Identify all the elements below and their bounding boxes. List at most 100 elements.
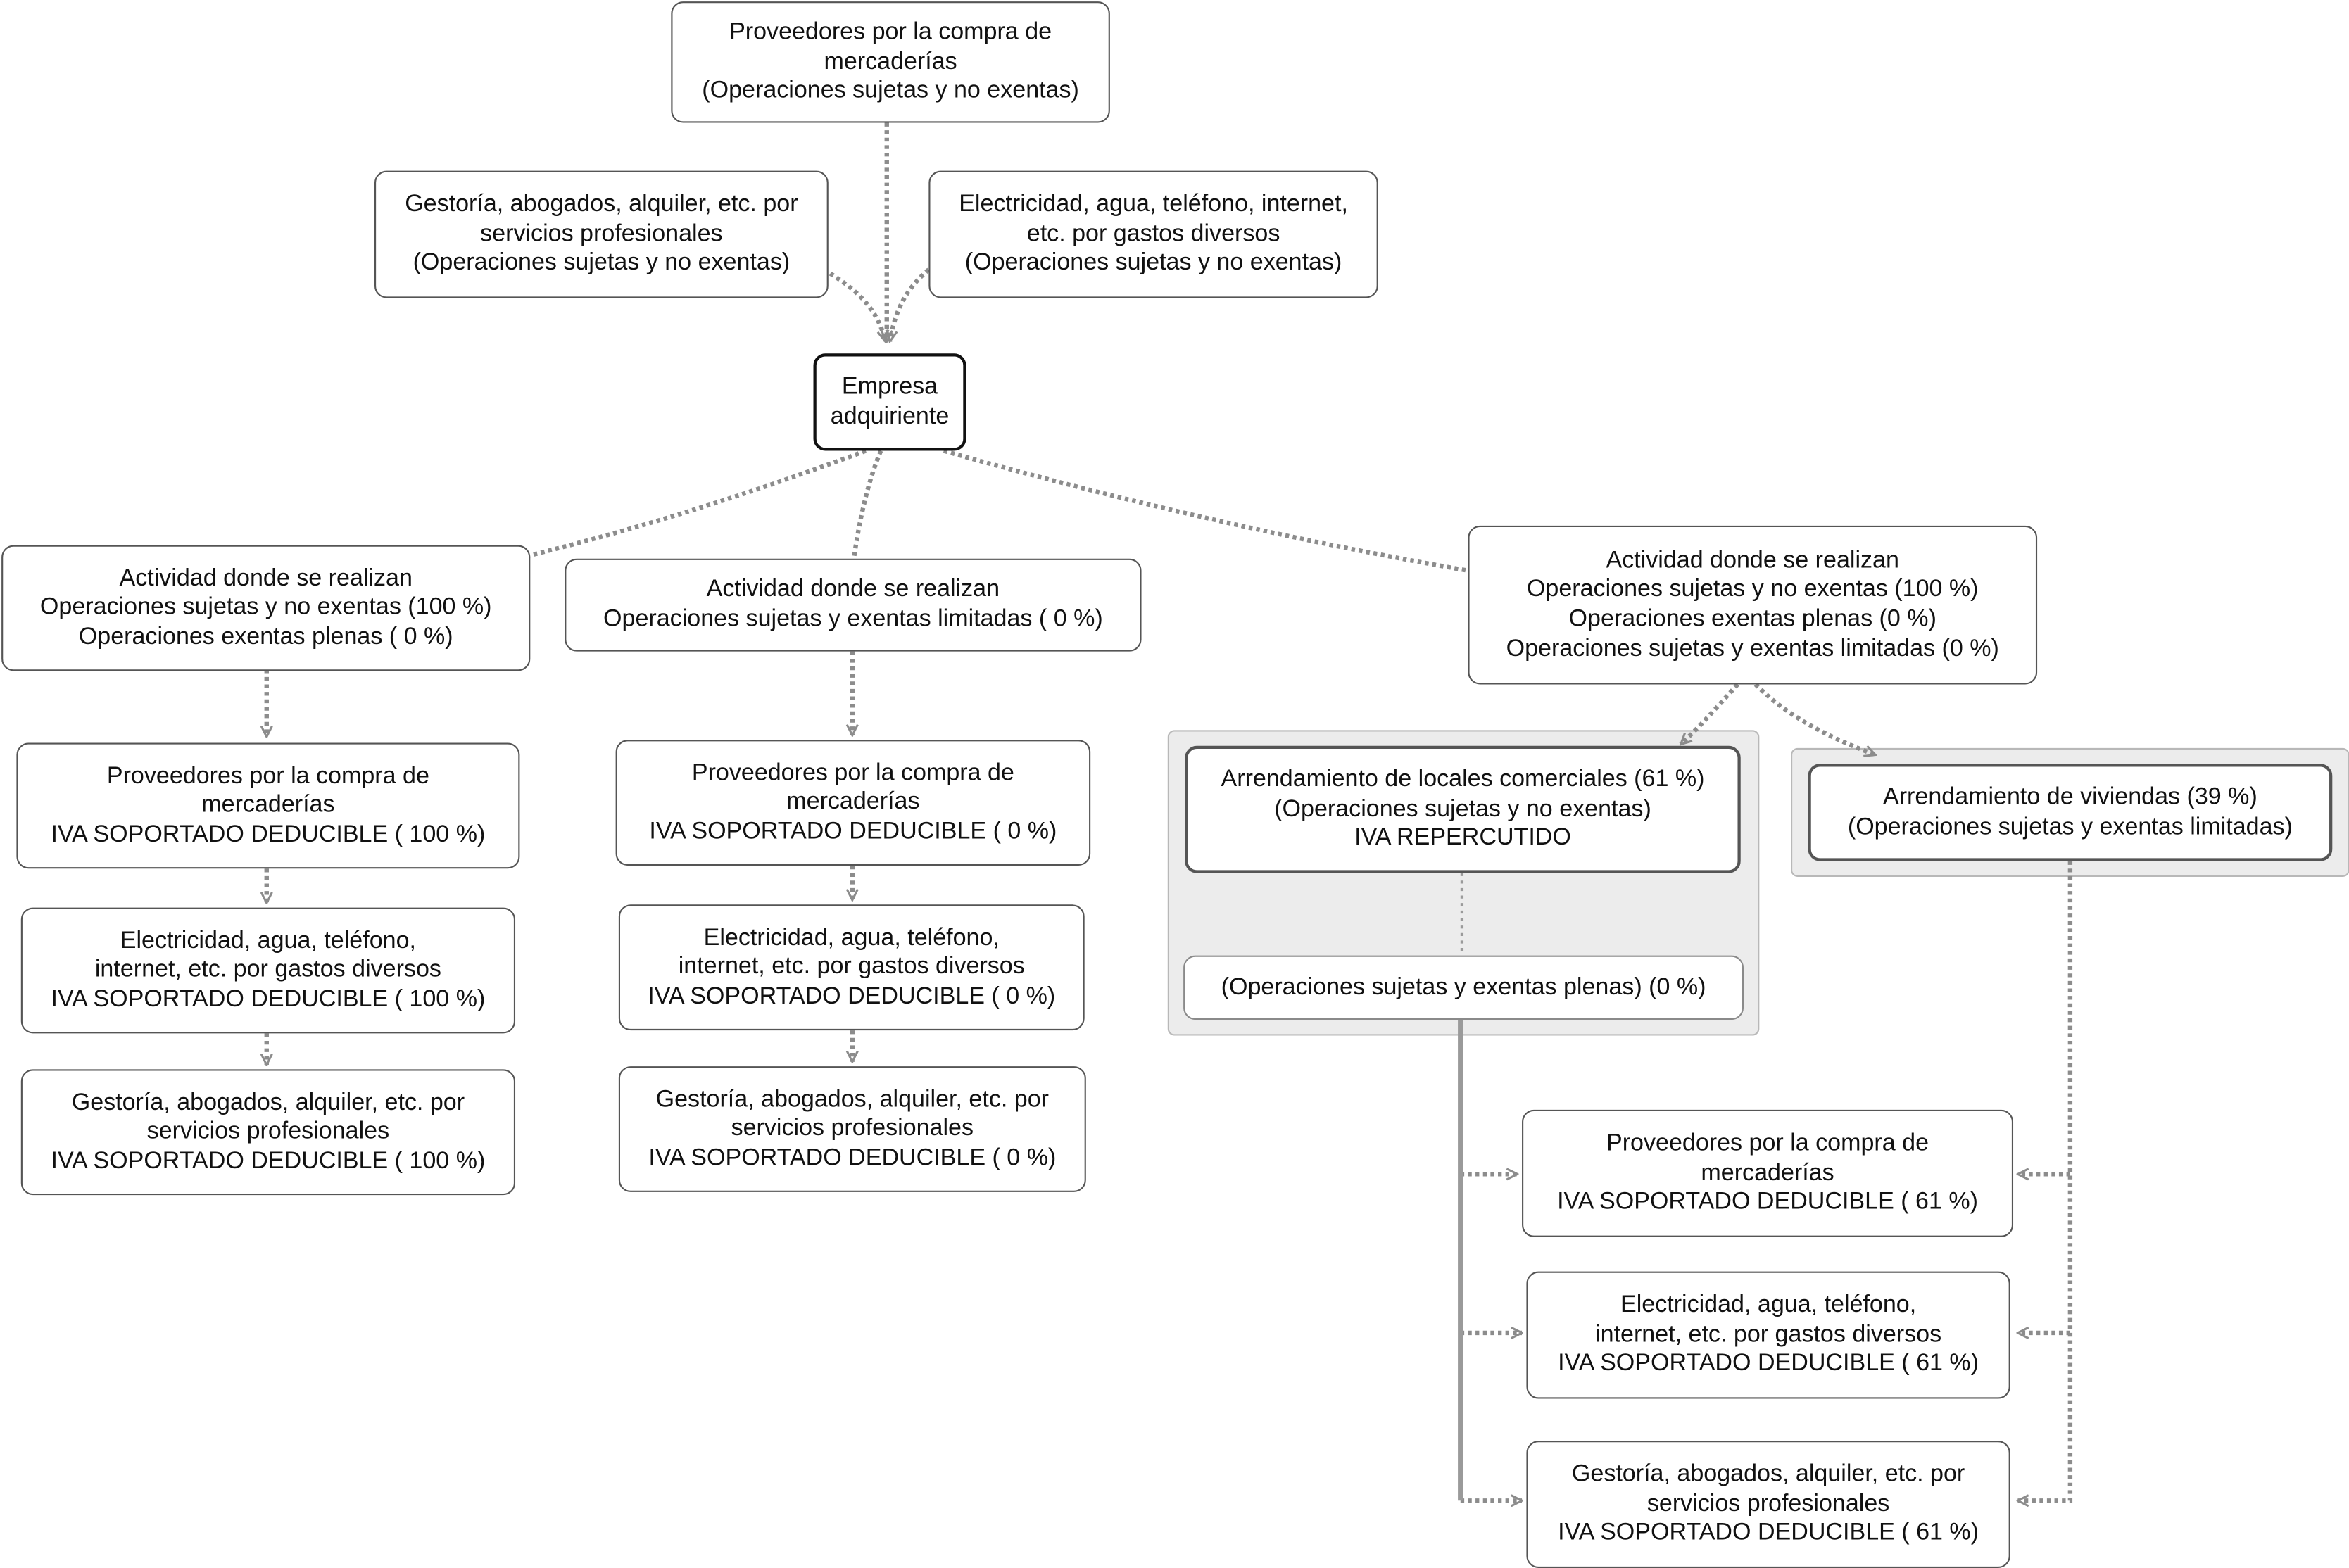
node-text-line: IVA REPERCUTIDO: [1354, 826, 1571, 852]
node-text-line: Electricidad, agua, teléfono,: [1620, 1292, 1917, 1318]
node-text-line: (Operaciones sujetas y no exentas): [1274, 796, 1651, 822]
node-arrendamiento-viviendas: Arrendamiento de viviendas (39 %) (Operac…: [1808, 764, 2333, 861]
node-text: Electricidad, agua, teléfono, internet, e…: [648, 923, 1055, 1011]
node-arrendamiento-locales: Arrendamiento de locales comerciales (61…: [1185, 745, 1741, 873]
node-text-line: Actividad donde se realizan: [1606, 548, 1899, 574]
link-act-right-locales: [1681, 683, 1739, 744]
node-text-line: Gestoría, abogados, alquiler, etc. por: [655, 1087, 1049, 1113]
node-text-line: Proveedores por la compra de: [106, 763, 429, 789]
node-text-line: IVA SOPORTADO DEDUCIBLE ( 100 %): [51, 986, 486, 1013]
node-text-line: (Operaciones sujetas y no exentas): [964, 251, 1342, 277]
node-text-line: servicios profesionales: [731, 1115, 974, 1142]
node-text-line: IVA SOPORTADO DEDUCIBLE ( 100 %): [51, 821, 486, 848]
node-text-line: Electricidad, agua, teléfono,: [120, 928, 416, 954]
node-text-line: Gestoría, abogados, alquiler, etc. por: [71, 1089, 465, 1115]
node-text-line: Operaciones sujetas y exentas limitadas …: [1506, 636, 1999, 662]
node-text: Electricidad, agua, teléfono, internet, e…: [51, 926, 485, 1014]
node-right-electricidad: Electricidad, agua, teléfono, internet, e…: [1526, 1271, 2010, 1399]
node-text-line: IVA SOPORTADO DEDUCIBLE ( 0 %): [648, 983, 1056, 1009]
node-text-line: servicios profesionales: [1646, 1491, 1890, 1517]
link-empresa-act-left: [528, 448, 867, 558]
node-text-line: Arrendamiento de viviendas (39 %): [1882, 784, 2257, 811]
node-left-gestoria: Gestoría, abogados, alquiler, etc. por se…: [20, 1069, 516, 1196]
node-text-line: servicios profesionales: [480, 221, 723, 247]
node-text: Arrendamiento de viviendas (39 %) (Operac…: [1848, 783, 2293, 842]
node-text: Electricidad, agua, teléfono, internet, e…: [1558, 1291, 1979, 1379]
node-text-line: servicios profesionales: [146, 1119, 390, 1145]
node-text-line: mercaderías: [824, 49, 957, 75]
link-act-right-viviendas: [1753, 683, 1875, 754]
node-text-line: IVA SOPORTADO DEDUCIBLE ( 61 %): [1557, 1189, 1978, 1215]
node-text-line: Proveedores por la compra de: [729, 19, 1052, 46]
node-text-line: adquiriente: [830, 403, 950, 429]
node-text-line: internet, etc. por gastos diversos: [1595, 1322, 1942, 1348]
node-text-line: Proveedores por la compra de: [1606, 1130, 1929, 1157]
node-text-line: IVA SOPORTADO DEDUCIBLE ( 61 %): [1558, 1351, 1979, 1377]
node-text-line: Arrendamiento de locales comerciales (61…: [1221, 766, 1705, 792]
node-text-line: mercaderías: [1701, 1160, 1834, 1186]
node-text-line: IVA SOPORTADO DEDUCIBLE ( 61 %): [1558, 1520, 1979, 1546]
node-text-line: (Operaciones sujetas y no exentas): [702, 78, 1079, 104]
node-middle-electricidad: Electricidad, agua, teléfono, internet, e…: [618, 904, 1085, 1031]
node-left-electricidad: Electricidad, agua, teléfono, internet, e…: [20, 907, 516, 1034]
node-text-line: etc. por gastos diversos: [1026, 221, 1280, 247]
node-text: Gestoría, abogados, alquiler, etc. por se…: [1558, 1460, 1979, 1548]
node-text: Gestoría, abogados, alquiler, etc. por se…: [51, 1088, 485, 1176]
node-empresa-adquiriente: Empresa adquiriente: [813, 353, 966, 451]
node-text-line: IVA SOPORTADO DEDUCIBLE ( 0 %): [648, 1145, 1057, 1171]
node-operaciones-plenas: (Operaciones sujetas y exentas plenas) (…: [1183, 955, 1744, 1020]
node-text-line: Actividad donde se realizan: [119, 565, 413, 591]
node-text: Proveedores por la compra de mercaderías (…: [702, 18, 1079, 106]
link-empresa-act-right: [943, 448, 1468, 573]
node-text-line: Gestoría, abogados, alquiler, etc. por: [1571, 1462, 1965, 1488]
node-text-line: internet, etc. por gastos diversos: [94, 957, 441, 983]
node-text-line: Proveedores por la compra de: [691, 760, 1014, 786]
node-text: Empresa adquiriente: [831, 373, 949, 431]
node-text-line: Empresa: [841, 374, 938, 400]
node-text-line: Operaciones exentas plenas ( 0 %): [78, 624, 453, 650]
link-electricidad-empresa: [890, 267, 931, 341]
link-gestoria-empresa: [822, 267, 885, 341]
node-text-line: Operaciones sujetas y exentas limitadas …: [603, 606, 1103, 633]
node-text: Gestoría, abogados, alquiler, etc. por se…: [405, 190, 798, 278]
node-text-line: Gestoría, abogados, alquiler, etc. por: [405, 191, 798, 217]
node-text-line: IVA SOPORTADO DEDUCIBLE ( 0 %): [649, 818, 1057, 845]
node-right-gestoria: Gestoría, abogados, alquiler, etc. por se…: [1526, 1441, 2010, 1568]
node-text-line: (Operaciones sujetas y exentas limitadas…: [1847, 814, 2293, 840]
node-text-line: Operaciones sujetas y no exentas (100 %): [39, 595, 492, 621]
node-text-line: Operaciones sujetas y no exentas (100 %): [1526, 577, 1979, 603]
node-text-line: (Operaciones sujetas y exentas plenas) (…: [1221, 974, 1706, 1000]
node-text: (Operaciones sujetas y exentas plenas) (…: [1221, 973, 1706, 1003]
link-empresa-act-middle: [851, 450, 883, 559]
node-top-electricidad: Electricidad, agua, teléfono, internet, e…: [928, 170, 1378, 298]
node-text: Electricidad, agua, teléfono, internet, e…: [959, 190, 1348, 278]
node-text-line: internet, etc. por gastos diversos: [678, 954, 1025, 980]
node-top-proveedores: Proveedores por la compra de mercaderías (…: [671, 1, 1110, 123]
link-viviendas-trunk: [2017, 861, 2073, 1501]
node-text-line: mercaderías: [201, 792, 335, 818]
node-text-line: Electricidad, agua, teléfono,: [703, 925, 1000, 951]
node-top-gestoria: Gestoría, abogados, alquiler, etc. por se…: [374, 170, 829, 298]
node-text-line: Actividad donde se realizan: [706, 577, 1000, 603]
node-text-line: (Operaciones sujetas y no exentas): [413, 251, 791, 277]
node-text-line: Operaciones exentas plenas (0 %): [1568, 606, 1936, 633]
node-text: Arrendamiento de locales comerciales (61…: [1221, 766, 1705, 854]
node-text-line: IVA SOPORTADO DEDUCIBLE ( 100 %): [51, 1148, 486, 1174]
node-text-line: mercaderías: [786, 789, 920, 816]
node-text-line: Electricidad, agua, teléfono, internet,: [959, 191, 1348, 217]
